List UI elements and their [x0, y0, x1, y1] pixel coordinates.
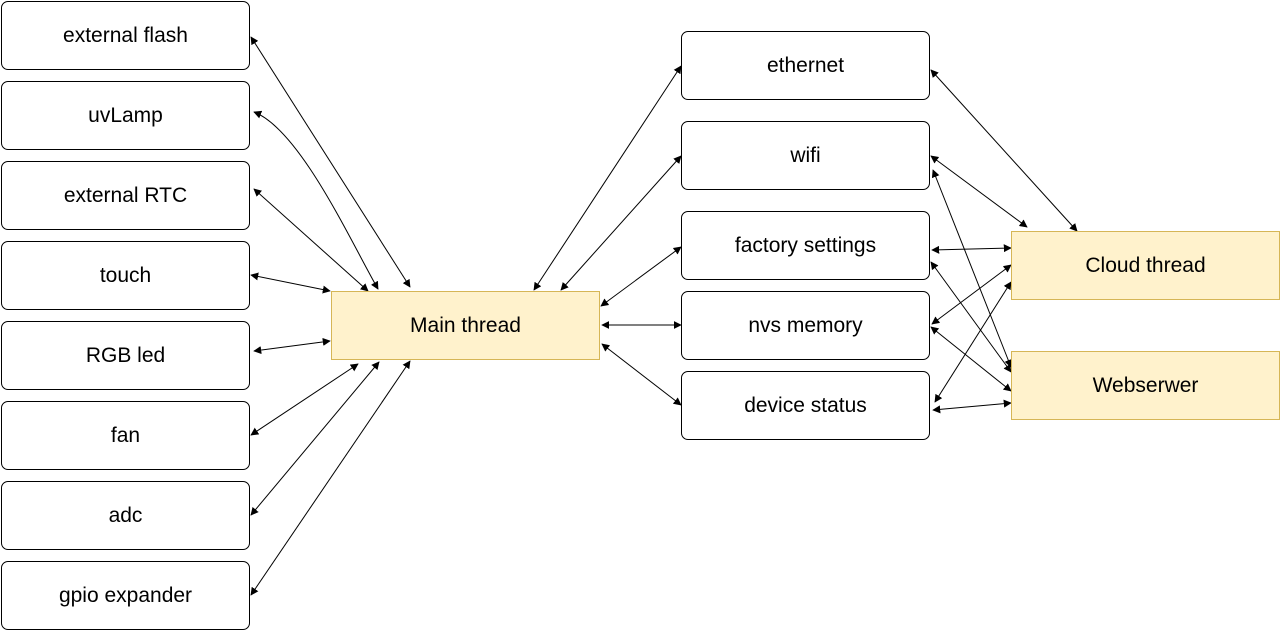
fan-node: fan: [1, 401, 250, 470]
uvlamp-label: uvLamp: [88, 103, 163, 127]
gpio-expander-label: gpio expander: [58, 583, 193, 607]
edge-main-thread-to-touch: [250, 272, 331, 294]
adc-node: adc: [1, 481, 250, 550]
edge-cloud-thread-to-wifi: [930, 155, 1028, 228]
main-thread-node: Main thread: [331, 291, 600, 360]
edge-main-thread-to-external-rtc: [253, 188, 369, 292]
cloud-thread-node: Cloud thread: [1011, 231, 1280, 300]
external-flash-label: external flash: [63, 23, 188, 47]
touch-node: touch: [1, 241, 250, 310]
edge-main-thread-to-factory-settings: [600, 246, 682, 307]
ethernet-label: ethernet: [766, 53, 845, 77]
external-rtc-label: external RTC: [63, 183, 188, 207]
edge-webserwer-to-nvs-memory: [930, 326, 1012, 392]
rgb-led-label: RGB led: [85, 343, 166, 367]
factory-settings-node: factory settings: [681, 211, 930, 280]
edge-cloud-thread-to-ethernet: [930, 69, 1078, 232]
rgb-led-node: RGB led: [1, 321, 250, 390]
main-thread-label: Main thread: [410, 313, 521, 337]
uvlamp-node: uvLamp: [1, 81, 250, 150]
external-rtc-node: external RTC: [1, 161, 250, 230]
nvs-memory-label: nvs memory: [748, 313, 863, 337]
webserwer-label: Webserwer: [1092, 373, 1199, 397]
edge-main-thread-to-ethernet: [533, 65, 682, 291]
touch-label: touch: [99, 263, 152, 287]
adc-label: adc: [108, 503, 143, 527]
webserwer-node: Webserwer: [1011, 351, 1280, 420]
device-status-label: device status: [744, 393, 867, 417]
edge-webserwer-to-device-status: [932, 399, 1012, 414]
external-flash-node: external flash: [1, 1, 250, 70]
edge-cloud-thread-to-nvs-memory: [931, 264, 1012, 325]
cloud-thread-label: Cloud thread: [1085, 253, 1206, 277]
edge-main-thread-to-device-status: [601, 343, 682, 406]
edge-main-thread-to-adc: [250, 361, 380, 516]
wifi-label: wifi: [790, 143, 821, 167]
edge-cloud-thread-to-factory-settings: [931, 244, 1012, 254]
gpio-expander-node: gpio expander: [1, 561, 250, 630]
ethernet-node: ethernet: [681, 31, 930, 100]
edge-main-thread-to-rgb-led: [253, 337, 331, 355]
edge-main-thread-to-external-flash: [250, 36, 411, 288]
device-status-node: device status: [681, 371, 930, 440]
edge-layer: [250, 36, 1078, 596]
fan-label: fan: [110, 423, 141, 447]
edge-main-thread-to-gpio-expander: [250, 360, 411, 596]
wifi-node: wifi: [681, 121, 930, 190]
edge-cloud-thread-to-device-status: [934, 281, 1012, 403]
edge-main-thread-to-fan: [250, 363, 359, 436]
factory-settings-label: factory settings: [734, 233, 877, 257]
edge-webserwer-to-factory-settings: [930, 261, 1012, 373]
nvs-memory-node: nvs memory: [681, 291, 930, 360]
edge-main-thread-to-wifi: [560, 155, 682, 291]
